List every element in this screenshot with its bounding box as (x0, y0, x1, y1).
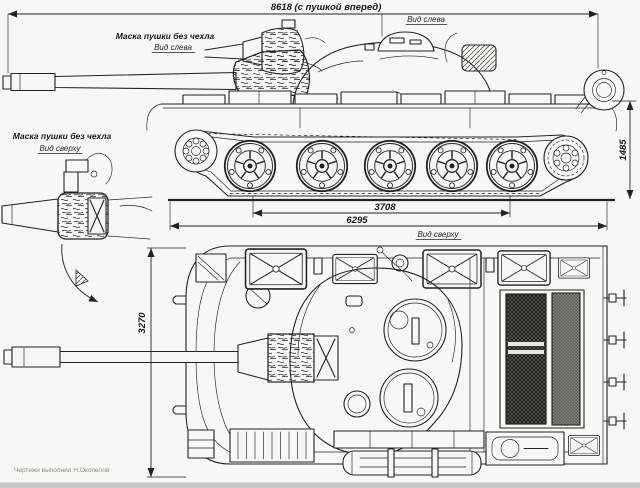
running-gear (174, 129, 589, 197)
gun-barrel-side (2, 71, 237, 92)
gun-barrel-top (3, 337, 269, 381)
fender-stowage-boxes (182, 90, 592, 105)
road-wheel-2 (295, 139, 349, 193)
credit-text: Чертежи выполнил Н.Окопелов (14, 467, 110, 474)
idler-wheel (174, 129, 218, 173)
hull-length-value: 6295 (346, 215, 368, 226)
top-view-label: Вид сверху (415, 230, 462, 240)
mask-side-subtitle: Вид слева (154, 43, 192, 52)
top-view-drawing (3, 245, 627, 478)
overall-length-value: 8618 (с пушкой вперед) (271, 2, 382, 13)
inset-mask-top-view: Маска пушки без чехла Вид сверху (1, 131, 153, 303)
mask-top-title: Маска пушки без чехла (13, 131, 112, 141)
road-wheel-1 (223, 139, 277, 193)
dimension-overall-length: 8618 (с пушкой вперед) (7, 2, 599, 74)
gun-mantlet-top (267, 333, 339, 383)
unditching-log (342, 450, 482, 476)
side-view-drawing (2, 13, 625, 202)
dimension-height: 1485 (611, 100, 637, 199)
engine-grilles (499, 289, 585, 429)
hull-side (146, 90, 618, 132)
road-wheel-3 (363, 139, 417, 193)
dimension-hull-length: 6295 (169, 201, 608, 231)
side-view-label: Вид слева (405, 15, 448, 25)
drive-sprocket (543, 135, 589, 181)
fender-row-top (195, 248, 590, 290)
height-value: 1485 (618, 139, 629, 161)
hull-width-value: 3270 (137, 312, 148, 334)
road-wheel-5 (485, 139, 539, 193)
rear-drum (575, 69, 625, 114)
view-left-label: Вид слева (407, 15, 445, 24)
grille-light (551, 292, 581, 426)
tow-hook-top (172, 295, 187, 305)
mask-side-title: Маска пушки без чехла (116, 31, 215, 41)
rotation-flag (75, 269, 89, 287)
scan-edge (0, 482, 640, 488)
mask-top-subtitle: Вид сверху (39, 144, 81, 153)
mask-top-drawing (1, 152, 153, 303)
turret-side (292, 31, 497, 105)
track-contact-value: 3708 (374, 202, 396, 213)
road-wheel-4 (425, 139, 479, 193)
tow-hook-bottom (172, 405, 187, 415)
dimension-track-contact: 3708 (252, 195, 511, 218)
fender-row-bottom (187, 428, 600, 478)
fuel-tank-fittings (603, 289, 627, 430)
view-top-label: Вид сверху (417, 230, 459, 239)
grille-dark (505, 293, 547, 425)
dimension-hull-width: 3270 (137, 247, 187, 478)
